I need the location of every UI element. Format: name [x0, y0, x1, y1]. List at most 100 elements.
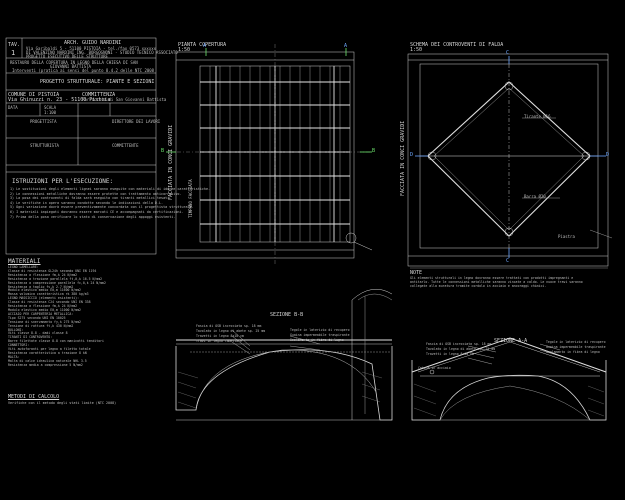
comune-label: COMUNE DI PISTOIA: [8, 92, 60, 98]
callout-bb-4: Travi in legno lamellare: [196, 339, 243, 343]
callout-bb-3: Travetti in legno 8x10 cm: [196, 334, 244, 338]
note-line-2: antitarlo. Tutte le connessioni metallic…: [410, 280, 583, 284]
istruzioni-line: 3) La posa dei controventi di falda sarà…: [10, 196, 172, 201]
project-line-3: Interventi (pratica ai sensi del punto 8…: [12, 68, 155, 73]
materiali-line: MALTA:: [8, 354, 20, 359]
callout-aa-right-2: Guaina impermeabile traspirante: [546, 345, 606, 349]
materiali-line: CONNETTORI:: [8, 343, 30, 348]
section-mark-b2: B: [372, 148, 376, 154]
pianta-scale: 1:50: [178, 47, 191, 53]
materiali-line: Modulo elastico medio E0,m 11600 N/mm2: [8, 288, 81, 293]
committenza-value: Parrocchia di San Giovanni Battista: [82, 97, 167, 102]
subject: PROGETTO STRUTTURALE: PIANTE E SEZIONI: [40, 79, 155, 85]
materiali-line: Tensione di rottura ft,k 430 N/mm2: [8, 323, 74, 328]
materiali-line: BULLONI:: [8, 327, 24, 332]
schema-side-label: FACCIATA IN CONCI GRAVIDI: [400, 120, 406, 196]
istruzioni-line: 7) Prima della posa verificare lo stato …: [10, 214, 176, 219]
sezione-bb-drawing: [175, 288, 393, 421]
callout-bb-right-3: Isolamento in fibra di legno: [290, 338, 344, 342]
callout-bb-1: Fascia di OSB incrociata sp. 18 mm: [196, 324, 262, 328]
firm-line-2: DI VALENZINO NARDINI ING. BORGOGNONI - S…: [26, 50, 178, 55]
materiali-line: Massa volumica caratteristica rk 380 kg/…: [8, 292, 89, 297]
materiali-list: LEGNO LAMELLARE: Classe di resistenza GL…: [8, 265, 158, 368]
callout-bb-2: Tavolato in legno di abete sp. 25 mm: [196, 329, 266, 333]
metodi-line: Verifiche con il metodo degli stati limi…: [8, 401, 117, 405]
materiali-line: Resistenza a taglio fv,k 2.7 N/mm2: [8, 284, 74, 289]
materiali-line: ACCIAIO PER CARPENTERIA METALLICA:: [8, 311, 74, 316]
note-label: NOTE: [410, 270, 423, 276]
tav-label: TAV.: [8, 42, 21, 48]
section-mark-c1: C: [506, 50, 510, 56]
materiali-line: Resistenza caratteristica a trazione 8 k…: [8, 350, 87, 355]
sezione-bb-title: SEZIONE B-B: [270, 312, 304, 318]
firm-line-1: Via Garibaldi 5 - 51100 PISTOIA - tel./f…: [26, 46, 157, 51]
materiali-line: Resistenza a flessione fm,k 24 N/mm2: [8, 272, 78, 277]
section-mark-d1: D: [410, 152, 414, 158]
callout-bb-right-1: Tegole in laterizio di recupero: [290, 328, 350, 332]
sezione-aa-title: SEZIONE A-A: [494, 338, 528, 344]
schema-outline: [407, 53, 609, 267]
materiali-line: Modulo elastico medio E0,m 11000 N/mm2: [8, 307, 81, 312]
materiali-line: TIRANTI DI CONTROVENTO:: [8, 335, 53, 340]
direttore-label: DIRETTORE DEI LAVORI: [112, 119, 161, 124]
section-mark-c2: C: [506, 258, 510, 264]
project-line-2: GIOVANNI BATTISTA: [50, 64, 91, 69]
istruzioni-line: 2) Le connessioni metalliche dovranno es…: [10, 191, 182, 196]
materiali-line: LEGNO MASSICCIO (elementi esistenti):: [8, 296, 80, 301]
istruzioni-title: ISTRUZIONI PER L'ESECUZIONE:: [12, 178, 114, 185]
materiali-line: Malta di calce idraulica naturale NHL 3.…: [8, 358, 87, 363]
firm-line-3: PROGETTO ESECUTIVO DELLE STRUTTURE: [26, 54, 108, 59]
materiali-line: Resistenza a trazione parallela ft,0,k 1…: [8, 276, 103, 281]
materiali-line: Tipo S275 secondo UNI EN 10025: [8, 315, 66, 320]
callout-aa-1: Fascia di OSB incrociata sp. 18 mm: [426, 342, 492, 346]
materiali-line: Resistenza a compressione parallela fc,0…: [8, 280, 106, 285]
materiali-line: Resistenza a flessione fm,k 24 N/mm2: [8, 304, 78, 309]
schema-title: SCHEMA DEI CONTROVENTI DI FALDA: [410, 42, 504, 48]
legend-tag-1: Tirante Ø16: [524, 114, 551, 119]
pianta-outline: [175, 51, 355, 259]
istruzioni-line: 4) Le verifiche in opera saranno condott…: [10, 200, 164, 205]
legend-tag-3: Piastra: [558, 234, 575, 239]
section-mark-b1: B: [161, 148, 165, 154]
materiali-line: LEGNO LAMELLARE:: [8, 265, 39, 269]
materiali-line: Classe di resistenza C24 secondo UNI EN …: [8, 300, 91, 305]
callout-aa-3: Travetti in legno 8x10 cm: [426, 352, 474, 356]
address: Via Ghinuzzi n. 23 - 51100 Pistoia: [8, 97, 111, 103]
materiali-line: Barre filettate classe 8.8 con manicotti…: [8, 339, 104, 344]
callout-aa-2: Tavolato in legno di abete sp. 25 mm: [426, 347, 496, 351]
scala-label: SCALA: [44, 105, 57, 110]
istruzioni-line: 1) Le sostituzioni degli elementi lignei…: [10, 187, 211, 191]
callout-aa-right-3: Isolamento in fibra di legno: [546, 350, 600, 354]
title-block-frame: [5, 37, 157, 255]
materiali-line: Resistenza media a compressione 5 N/mm2: [8, 362, 83, 367]
istruzioni-line: 6) I materiali impiegati dovranno essere…: [10, 209, 184, 214]
schema-scale: 1:50: [410, 47, 423, 53]
callout-aa-right-1: Tegole in laterizio di recupero: [546, 340, 606, 344]
callout-bb-right-2: Guaina impermeabile traspirante: [290, 333, 350, 337]
pianta-title: PIANTA COPERTURA: [178, 42, 227, 48]
metodi-title: METODI DI CALCOLO: [8, 394, 60, 400]
tav-number: 1: [11, 49, 16, 57]
materiali-line: Tensione di snervamento fy,k 275 N/mm2: [8, 319, 81, 324]
scala-value: 1:100: [44, 110, 57, 115]
istruzioni-line: 5) Ogni variazione dovrà essere preventi…: [10, 205, 194, 210]
pianta-inner-label: TIMPANO FACCIATA: [188, 179, 193, 218]
callout-aa-4: Catena in acciaio: [418, 366, 451, 370]
firm-name: ARCH. GUIDO NARDINI: [64, 40, 122, 46]
materiali-line: Viti classe 8.8 - dadi classe 8: [8, 331, 68, 336]
section-mark-d2: D: [606, 152, 610, 158]
materiali-line: Classe di resistenza GL24h secondo UNI E…: [8, 268, 97, 273]
sezione-aa-drawing: [411, 337, 607, 421]
istruzioni-list: 1) Le sostituzioni degli elementi lignei…: [10, 187, 211, 219]
note-line-1: Gli elementi strutturali in legno dovran…: [410, 276, 574, 280]
materiali-title: MATERIALI: [8, 258, 41, 265]
progettista-label: PROGETTISTA: [30, 119, 57, 124]
data-label: DATA: [8, 105, 18, 110]
section-mark-a2: A: [344, 43, 348, 49]
section-mark-a1: A: [203, 43, 207, 49]
legend-tag-2: Barra Ø20: [524, 194, 546, 199]
pianta-side-label: FACCIATA IN CONCI GRAVIDI: [168, 124, 174, 200]
materiali-line: Viti autoforanti per legno a filetto tot…: [8, 347, 91, 352]
project-line-1: RESTAURO DELLA COPERTURA IN LEGNO DELLA …: [10, 60, 138, 65]
